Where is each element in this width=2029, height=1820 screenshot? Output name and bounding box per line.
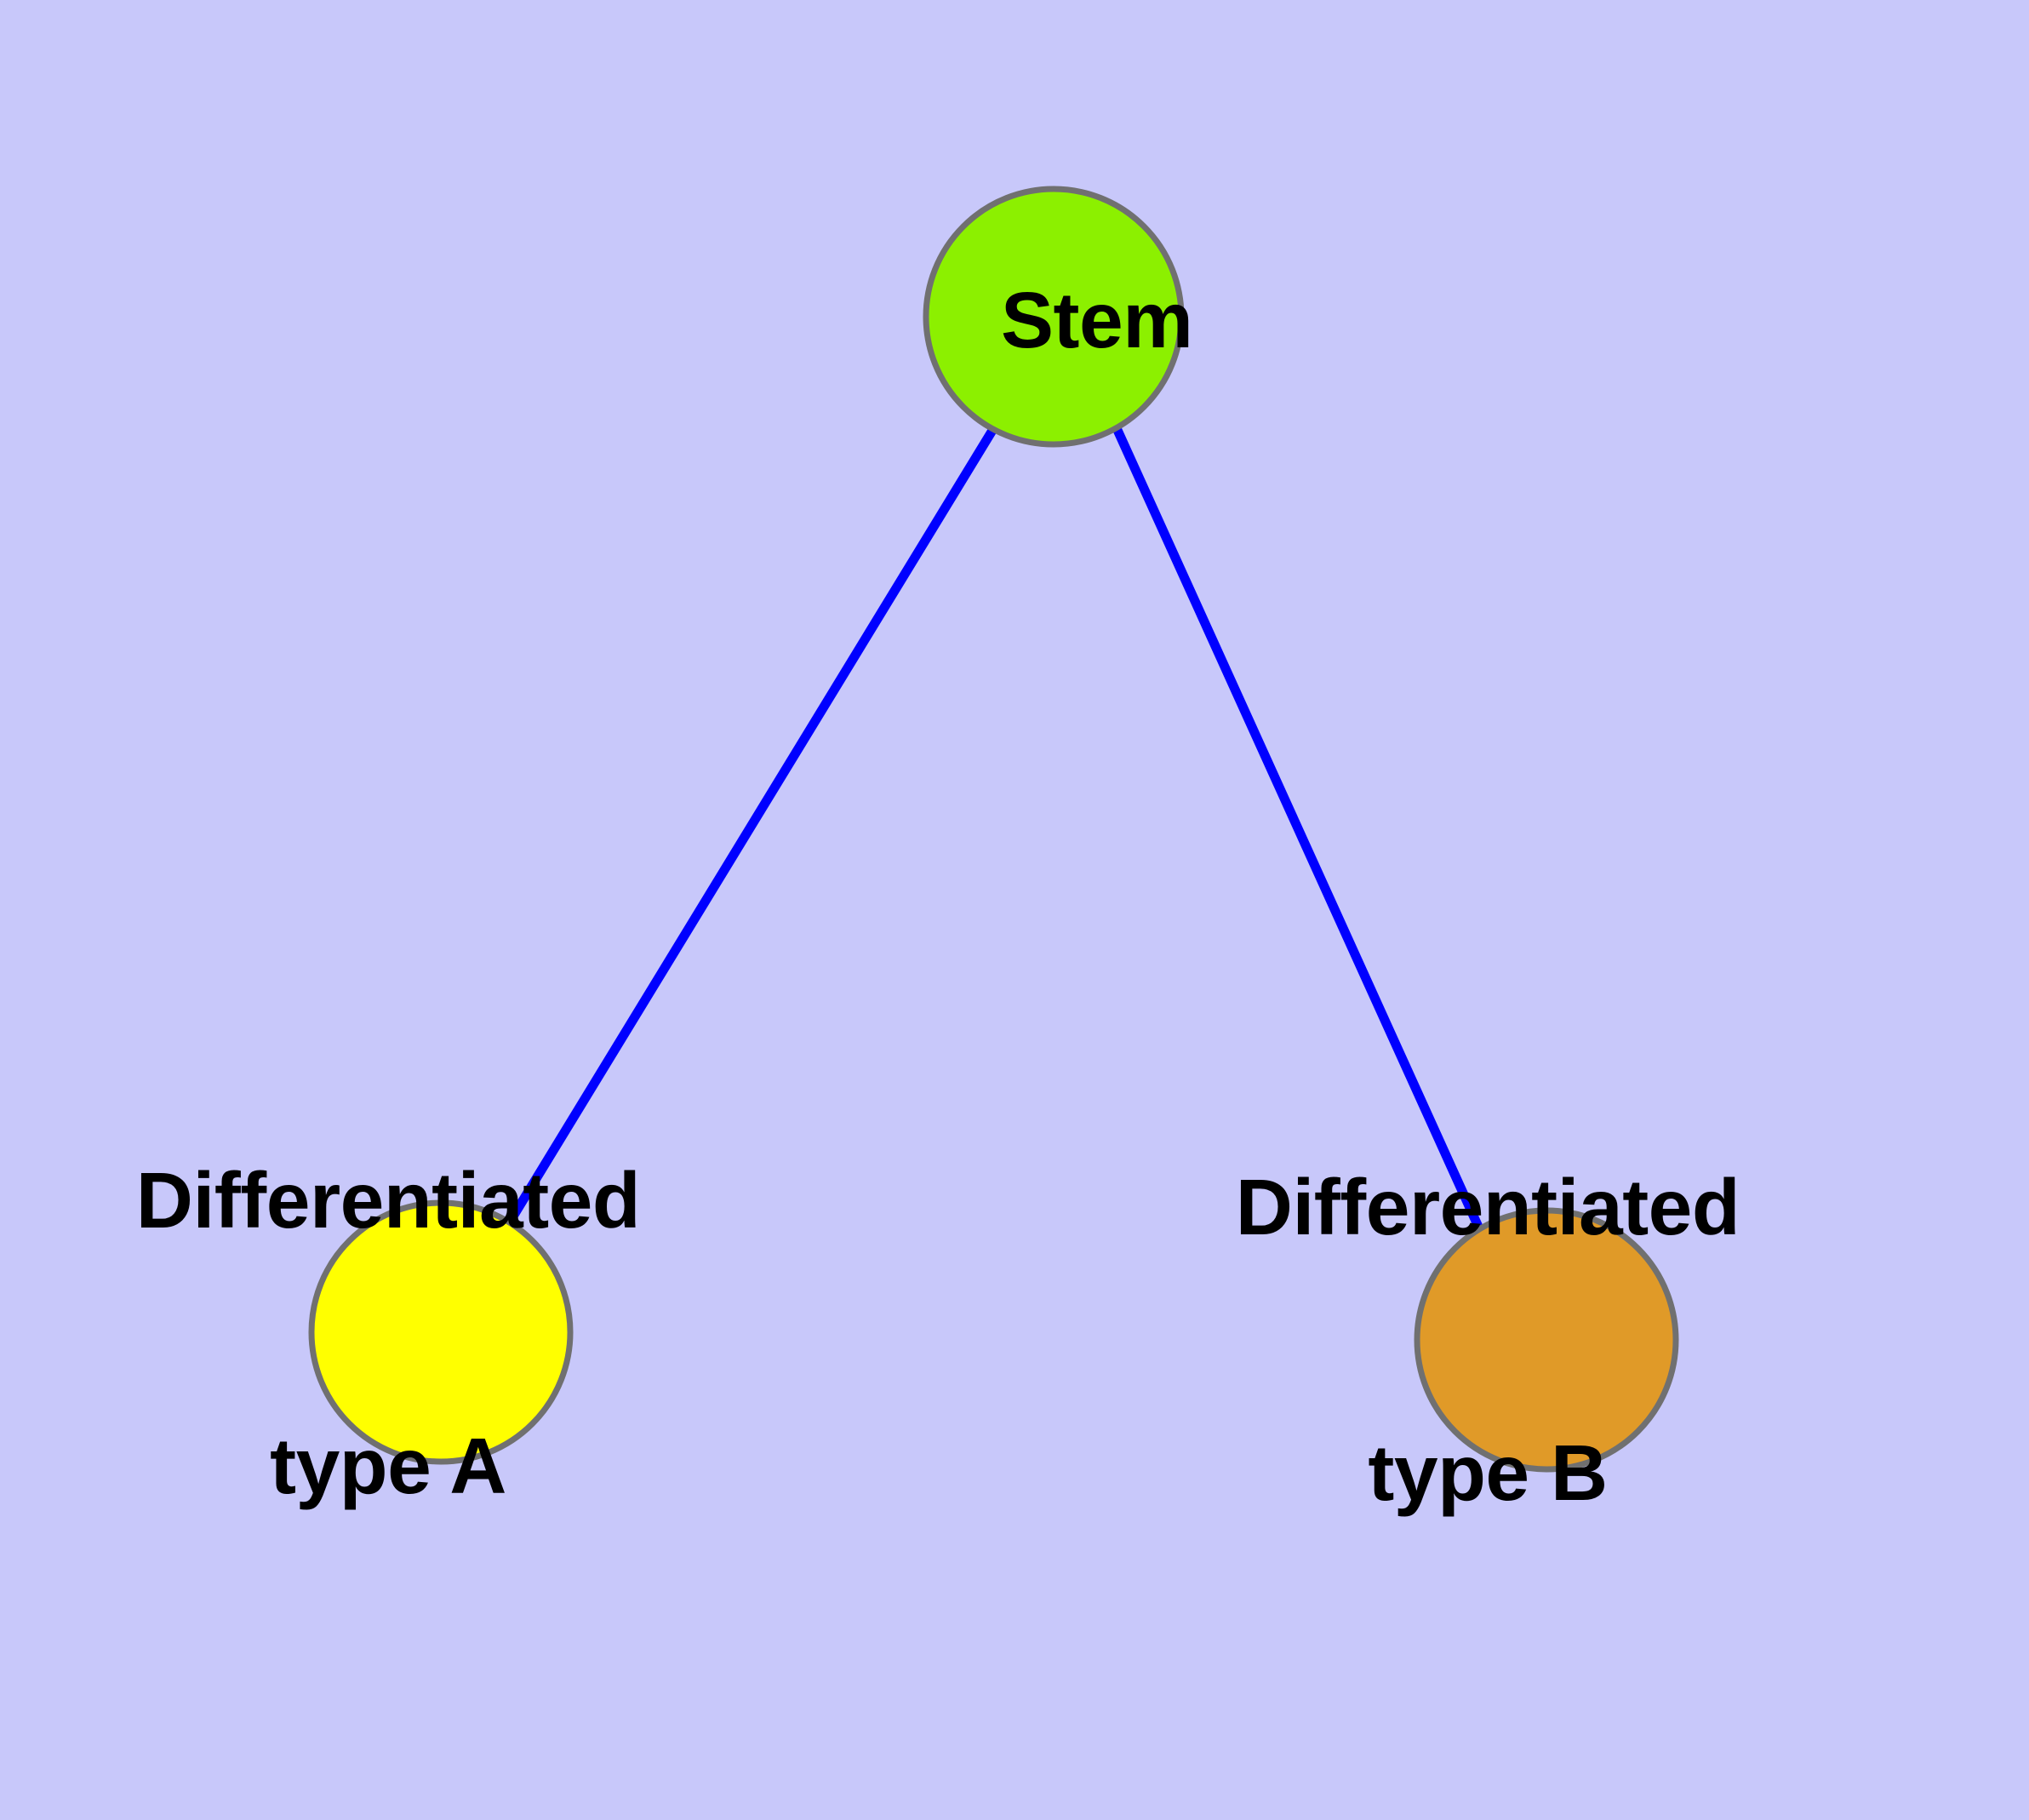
node-circle-differentiated-type-a[interactable] [308,1199,574,1465]
edge-stem-to-differentiated-type-b[interactable] [1112,426,1483,1229]
node-circle-differentiated-type-b[interactable] [1414,1207,1679,1473]
edge-group [505,426,1483,1229]
node-group [308,186,1679,1473]
edge-stem-to-differentiated-type-a[interactable] [505,426,997,1226]
node-circle-stem[interactable] [923,186,1185,448]
